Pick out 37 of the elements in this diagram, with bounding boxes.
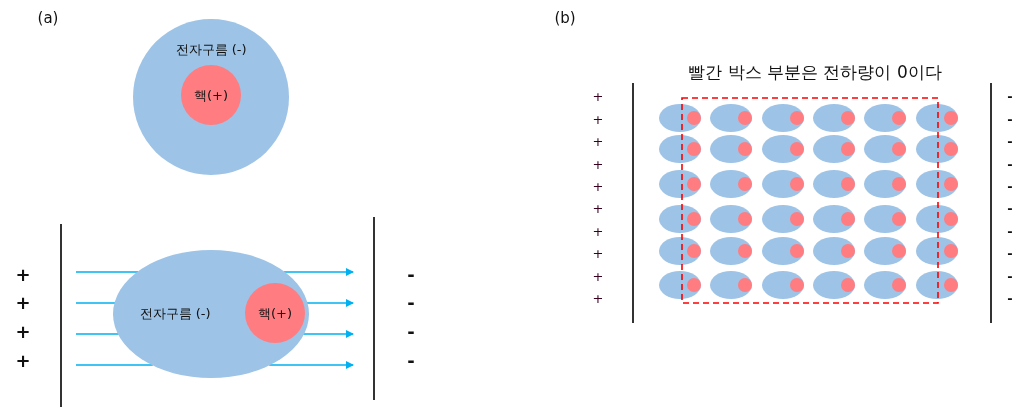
minus-sign: - <box>1007 89 1013 103</box>
minus-sign: - <box>1007 291 1013 305</box>
caption-text: 빨간 박스 부분은 전하량이 0이다 <box>688 63 942 81</box>
minus-sign: - <box>407 266 415 284</box>
minus-sign: - <box>1007 269 1013 283</box>
plus-sign: + <box>592 179 604 193</box>
nucleus-label: 핵(+) <box>194 88 228 102</box>
plus-sign: + <box>592 134 604 148</box>
plus-sign: + <box>592 201 604 215</box>
minus-sign: - <box>407 352 415 370</box>
panel-label: (b) <box>554 10 576 26</box>
plus-sign: + <box>592 269 604 283</box>
minus-sign: - <box>1007 224 1013 238</box>
nucleus-label: 핵(+) <box>258 306 292 320</box>
minus-sign: - <box>1007 157 1013 171</box>
plus-sign: + <box>592 157 604 171</box>
nucleus <box>181 65 241 125</box>
plus-sign: + <box>592 112 604 126</box>
plus-sign: + <box>592 224 604 238</box>
minus-sign: - <box>407 294 415 312</box>
nucleus <box>245 283 305 343</box>
minus-sign: - <box>1007 134 1013 148</box>
plus-sign: + <box>15 266 31 284</box>
plus-sign: + <box>15 294 31 312</box>
minus-sign: - <box>1007 201 1013 215</box>
plus-sign: + <box>592 89 604 103</box>
plus-sign: + <box>15 323 31 341</box>
panel-label: (a) <box>37 10 59 26</box>
plus-sign: + <box>592 246 604 260</box>
minus-sign: - <box>1007 112 1013 126</box>
minus-sign: - <box>407 323 415 341</box>
minus-sign: - <box>1007 246 1013 260</box>
electron-cloud-label: 전자구름 (-) <box>139 306 211 320</box>
minus-sign: - <box>1007 179 1013 193</box>
plus-sign: + <box>592 291 604 305</box>
plus-sign: + <box>15 352 31 370</box>
electron-cloud-label: 전자구름 (-) <box>175 42 247 56</box>
